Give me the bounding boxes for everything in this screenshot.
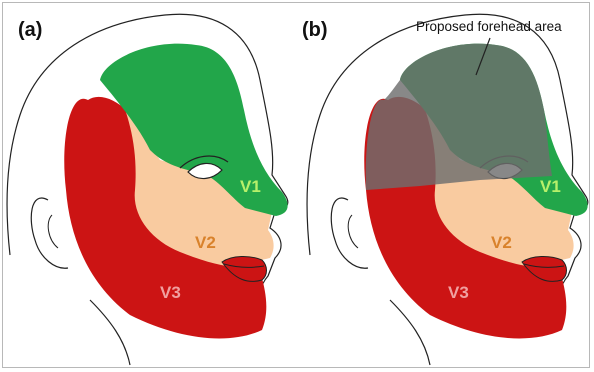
proposed-forehead-overlay <box>366 44 552 190</box>
panel-a-label: (a) <box>18 19 42 41</box>
panel-a: (a) V1 V2 V3 <box>7 14 288 365</box>
panel-b: (b) Proposed forehead area V1 V2 V3 <box>302 14 588 365</box>
panel-b-label: (b) <box>302 19 328 41</box>
v2-label-a: V2 <box>195 233 216 252</box>
v3-label-a: V3 <box>160 283 181 302</box>
v3-label-b: V3 <box>448 283 469 302</box>
v1-label-a: V1 <box>240 177 261 196</box>
v2-label-b: V2 <box>491 233 512 252</box>
v1-label-b: V1 <box>540 177 561 196</box>
forehead-annotation: Proposed forehead area <box>416 19 562 34</box>
